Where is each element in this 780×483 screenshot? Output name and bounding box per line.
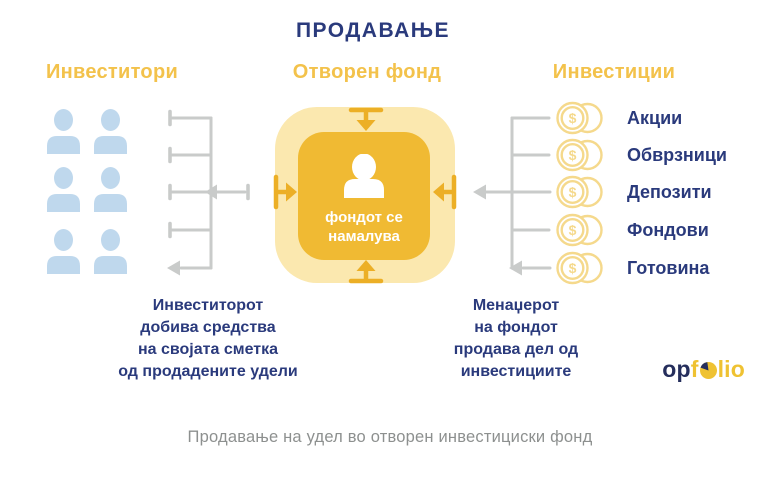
figure-caption: Продавање на удел во отворен инвестициск… [187, 428, 593, 446]
investment-label: Обврзници [627, 144, 727, 165]
investment-label: Фондови [627, 219, 709, 240]
investment-label: Депозити [627, 181, 712, 202]
page-title: ПРОДАВАЊЕ [295, 19, 451, 42]
investment-label: Готовина [627, 257, 710, 278]
fund-status-label: фондот се намалува [325, 209, 403, 245]
investment-row: $ Акции [556, 99, 682, 137]
investment-row: $ Готовина [556, 249, 709, 287]
arrow-left-icon [509, 260, 522, 276]
svg-text:$: $ [569, 110, 577, 126]
coins-icon: $ [556, 213, 603, 247]
coins-icon: $ [556, 101, 603, 135]
fund-to-investors-connector [167, 109, 250, 276]
arrow-up-icon [356, 260, 376, 271]
person-icon [47, 229, 80, 274]
person-icon [94, 229, 127, 274]
fund-box: фондот се намалува [298, 132, 430, 260]
arrow-right-icon [286, 182, 297, 202]
person-icon [94, 109, 127, 154]
person-icon [47, 109, 80, 154]
person-icon [47, 167, 80, 212]
svg-text:$: $ [569, 260, 577, 276]
svg-text:$: $ [569, 184, 577, 200]
arrow-down-icon [356, 120, 376, 131]
note-investor-receives-funds: Инвеститорот добива средства на својата … [118, 297, 298, 380]
investment-row: $ Обврзници [556, 136, 727, 174]
investment-row: $ Фондови [556, 211, 709, 249]
column-header-investors: Инвеститори [45, 61, 179, 83]
svg-text:$: $ [569, 222, 577, 238]
note-manager-sells-investments: Менаџерот на фондот продава дел од инвес… [453, 297, 579, 380]
investments-to-fund-connector [473, 116, 552, 276]
person-icon [94, 167, 127, 212]
fund-manager-person-icon [344, 154, 384, 198]
coins-icon: $ [556, 175, 603, 209]
svg-text:$: $ [569, 147, 577, 163]
arrow-left-icon [205, 184, 217, 200]
coins-icon: $ [556, 138, 603, 172]
investment-row: $ Депозити [556, 173, 712, 211]
arrow-left-icon [167, 260, 180, 276]
column-header-investments: Инвестиции [552, 61, 676, 83]
arrow-left-icon [433, 182, 444, 202]
inward-arrows [273, 107, 457, 284]
coins-icon: $ [556, 251, 603, 285]
arrow-left-icon [473, 184, 486, 200]
pie-chart-icon [699, 362, 717, 379]
investment-label: Акции [627, 107, 683, 128]
column-header-fund: Отворен фонд [292, 61, 442, 83]
